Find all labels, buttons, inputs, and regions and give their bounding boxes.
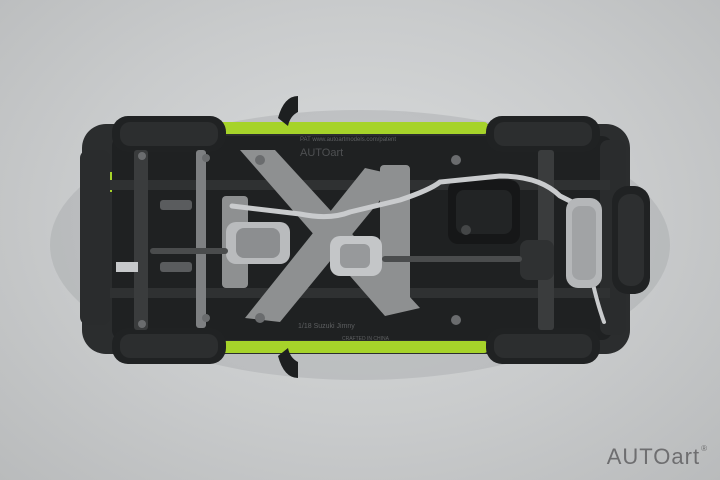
body-side-bottom — [218, 341, 488, 353]
rear-silver-bracket — [116, 262, 138, 272]
rear-axle — [134, 150, 148, 330]
chassis-bolts — [138, 152, 461, 328]
muffler-shade — [572, 206, 596, 280]
mirror-top — [278, 96, 298, 126]
rear-bumper — [80, 150, 110, 325]
rear-axle-tube — [196, 150, 206, 328]
registered-mark: ® — [701, 444, 708, 453]
front-diff — [520, 240, 554, 280]
transfer-case — [330, 236, 382, 276]
patent-text: PAT www.autoartmodels.com/patent — [300, 137, 396, 143]
rear-driveshaft — [150, 248, 228, 254]
brand-watermark-text: AUTOart — [606, 444, 701, 469]
transmission — [226, 222, 290, 264]
scale-text: 1/18 Suzuki Jimny — [298, 323, 355, 330]
frame-rail-bottom — [110, 288, 610, 298]
wheel-front-bottom — [486, 328, 600, 364]
spare-tire-tread — [618, 194, 644, 286]
rear-shock-bottom — [160, 262, 192, 272]
body-side-top — [218, 122, 488, 134]
brand-cast-text: AUTOart — [300, 147, 343, 159]
brand-watermark: AUTOart® — [607, 444, 708, 470]
origin-text: CRAFTED IN CHINA — [342, 336, 390, 342]
fuel-tank — [448, 180, 520, 244]
exhaust-pipe — [229, 173, 579, 220]
front-driveshaft — [382, 256, 522, 262]
wheel-rear-top — [112, 116, 226, 152]
wheel-rear-bottom — [112, 328, 226, 364]
mirror-bottom — [278, 348, 298, 378]
wheel-front-top — [486, 116, 600, 152]
rear-shock-top — [160, 200, 192, 210]
